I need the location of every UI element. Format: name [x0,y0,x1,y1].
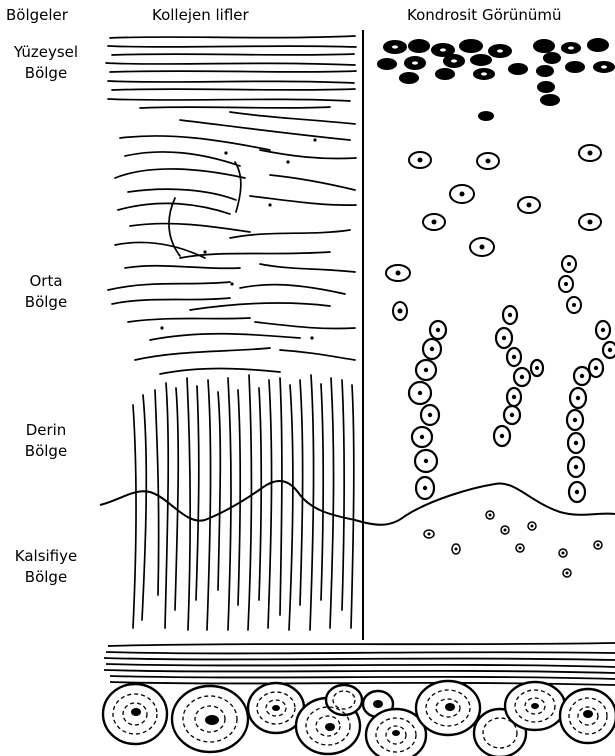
deep-collagen-fibers [133,375,354,630]
deep-chondrocyte-columns [409,306,615,502]
subchondral-bone-plate [104,643,615,685]
middle-chondrocytes [386,145,601,320]
superficial-chondrocytes [378,39,614,120]
calcified-chondrocyte-nuclei [428,514,600,575]
superficial-collagen-fibers [106,36,356,108]
trabecular-bone [103,681,615,756]
middle-collagen-fibers [108,112,356,374]
calcified-chondrocytes [424,511,602,577]
